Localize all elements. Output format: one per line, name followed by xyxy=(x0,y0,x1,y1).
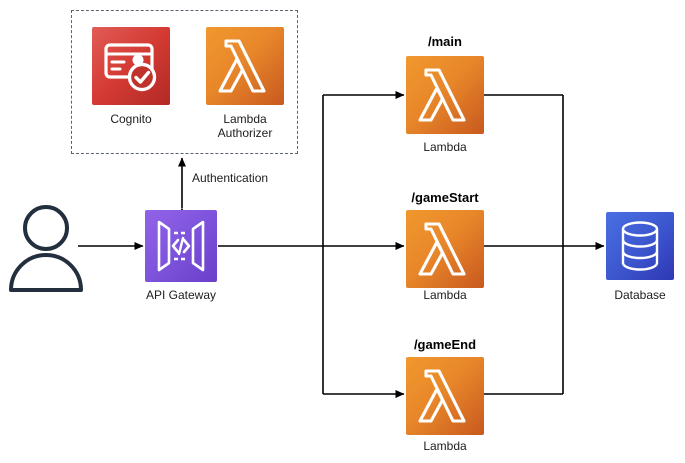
lambda-icon xyxy=(206,27,284,105)
lambda-node-gamestart[interactable] xyxy=(406,210,484,288)
database-node[interactable] xyxy=(606,212,674,280)
lambda-authorizer-caption: Lambda Authorizer xyxy=(217,112,273,140)
cognito-node[interactable] xyxy=(92,27,170,105)
lambda-caption-main: Lambda xyxy=(423,140,467,154)
lambda-caption-gamestart: Lambda xyxy=(423,288,467,302)
lambda-icon xyxy=(406,357,484,435)
user-actor[interactable] xyxy=(6,202,86,299)
route-label-gamestart: /gameStart xyxy=(411,190,479,205)
authentication-label: Authentication xyxy=(192,171,269,185)
route-label-gameend: /gameEnd xyxy=(413,337,477,352)
api-gateway-caption: API Gateway xyxy=(145,288,217,302)
route-label-main: /main xyxy=(428,34,462,49)
lambda-icon xyxy=(406,210,484,288)
auth-group-box xyxy=(71,10,298,154)
database-caption: Database xyxy=(614,288,666,302)
lambda-authorizer-node[interactable] xyxy=(206,27,284,105)
database-icon xyxy=(606,212,674,280)
cognito-caption: Cognito xyxy=(110,112,152,126)
lambda-node-main[interactable] xyxy=(406,56,484,134)
lambda-icon xyxy=(406,56,484,134)
cognito-icon xyxy=(92,27,170,105)
user-icon xyxy=(9,205,83,292)
api-gateway-node[interactable] xyxy=(145,210,217,282)
api-gateway-icon xyxy=(145,210,217,282)
lambda-caption-gameend: Lambda xyxy=(423,439,467,453)
lambda-node-gameend[interactable] xyxy=(406,357,484,435)
